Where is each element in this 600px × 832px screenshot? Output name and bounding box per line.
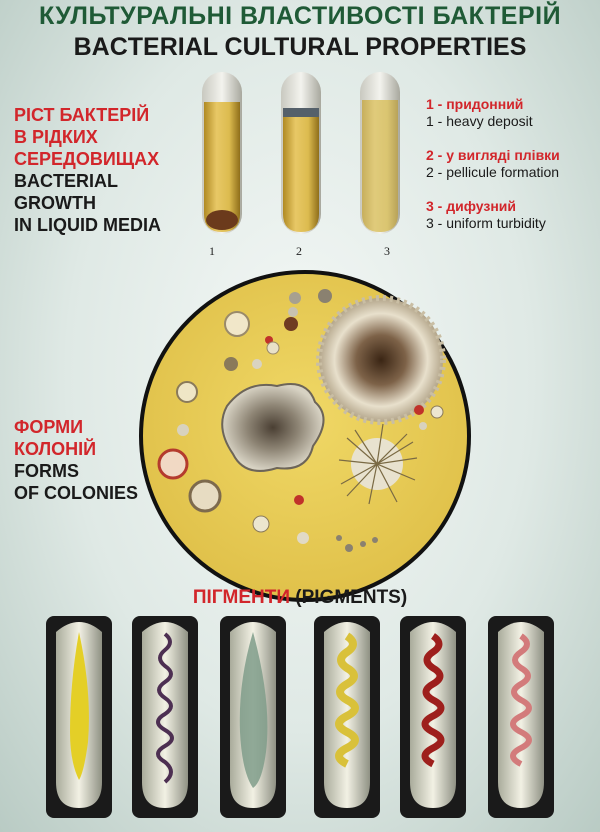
colony-small: [372, 537, 378, 543]
legend-2-en: 2 - pellicule formation: [426, 164, 560, 180]
colony-small: [360, 541, 366, 547]
colony-small: [266, 341, 280, 355]
liquid-media-label-uk-2: В РІДКИХ: [14, 127, 98, 147]
pigment-tube-violet: [132, 616, 198, 818]
pigments-title-uk: ПІГМЕНТИ: [192, 587, 291, 608]
colony-irregular: [221, 383, 325, 472]
tube-number-1: 1: [209, 244, 215, 258]
colony-small: [345, 544, 353, 552]
tube-pellicle: [281, 72, 321, 234]
liquid-media-label-uk-1: РІСТ БАКТЕРІЙ: [14, 105, 150, 125]
title-english: BACTERIAL CULTURAL PROPERTIES: [73, 33, 527, 61]
legend-3-en: 3 - uniform turbidity: [426, 215, 546, 231]
legend-1-uk: 1 - придонний: [426, 96, 524, 112]
pigments-title: ПІГМЕНТИ (PIGMENTS): [0, 587, 600, 609]
pigment-tube-green: [220, 616, 286, 818]
liquid-media-label-en-1: BACTERIAL: [14, 171, 118, 191]
legend-1-en: 1 - heavy deposit: [426, 113, 533, 129]
growth-legend: 1 - придонний 1 - heavy deposit 2 - у ви…: [426, 96, 560, 232]
tube-heavy-deposit: [202, 72, 242, 234]
pigments-title-en: (PIGMENTS): [295, 587, 408, 608]
colony-small: [289, 292, 301, 304]
title-ukrainian: КУЛЬТУРАЛЬНІ ВЛАСТИВОСТІ БАКТЕРІЙ: [38, 2, 562, 30]
colony-small: [294, 495, 304, 505]
colony-small: [157, 448, 189, 480]
colonies-label-uk-2: КОЛОНІЙ: [14, 439, 97, 459]
colony-small: [419, 422, 427, 430]
pigment-tube-yellow: [46, 616, 112, 818]
liquid-tubes-illustration: [202, 72, 400, 234]
colony-small: [252, 359, 262, 369]
colony-small: [177, 424, 189, 436]
colony-small: [288, 307, 298, 317]
colony-rhizoid-large: [319, 298, 443, 422]
colonies-label-en-2: OF COLONIES: [14, 483, 139, 503]
colony-small: [284, 317, 298, 331]
colonies-label-uk-1: ФОРМИ: [14, 417, 84, 437]
colonies-label-en-1: FORMS: [14, 461, 79, 481]
pigment-tube-yellow-spiral: [314, 616, 380, 818]
legend-2-uk: 2 - у вигляді плівки: [426, 147, 560, 163]
pigment-tube-pink-spiral: [488, 616, 554, 818]
pigment-tubes-illustration: [46, 616, 554, 818]
colony-filamentous: [338, 423, 418, 505]
colony-small: [224, 357, 238, 371]
colony-small: [188, 479, 222, 513]
liquid-media-label-en-2: GROWTH: [14, 193, 96, 213]
colonies-label: ФОРМИ КОЛОНІЙ FORMS OF COLONIES: [14, 416, 138, 504]
pigment-tube-red-spiral: [400, 616, 466, 818]
colony-small: [252, 515, 270, 533]
tube-number-3: 3: [384, 244, 390, 258]
colony-small: [336, 535, 342, 541]
colony-small: [430, 405, 444, 419]
petri-dish-illustration: [139, 270, 471, 602]
colony-small: [297, 532, 309, 544]
legend-3-uk: 3 - дифузний: [426, 198, 517, 214]
colony-small: [318, 289, 332, 303]
colony-small: [224, 311, 250, 337]
tube-uniform-turbidity: [360, 72, 400, 234]
colony-small: [414, 405, 424, 415]
liquid-media-label: РІСТ БАКТЕРІЙ В РІДКИХ СЕРЕДОВИЩАХ BACTE…: [14, 104, 161, 236]
colony-small: [176, 381, 198, 403]
liquid-media-label-en-3: IN LIQUID MEDIA: [14, 215, 161, 235]
tube-number-2: 2: [296, 244, 302, 258]
liquid-media-label-uk-3: СЕРЕДОВИЩАХ: [14, 149, 160, 169]
